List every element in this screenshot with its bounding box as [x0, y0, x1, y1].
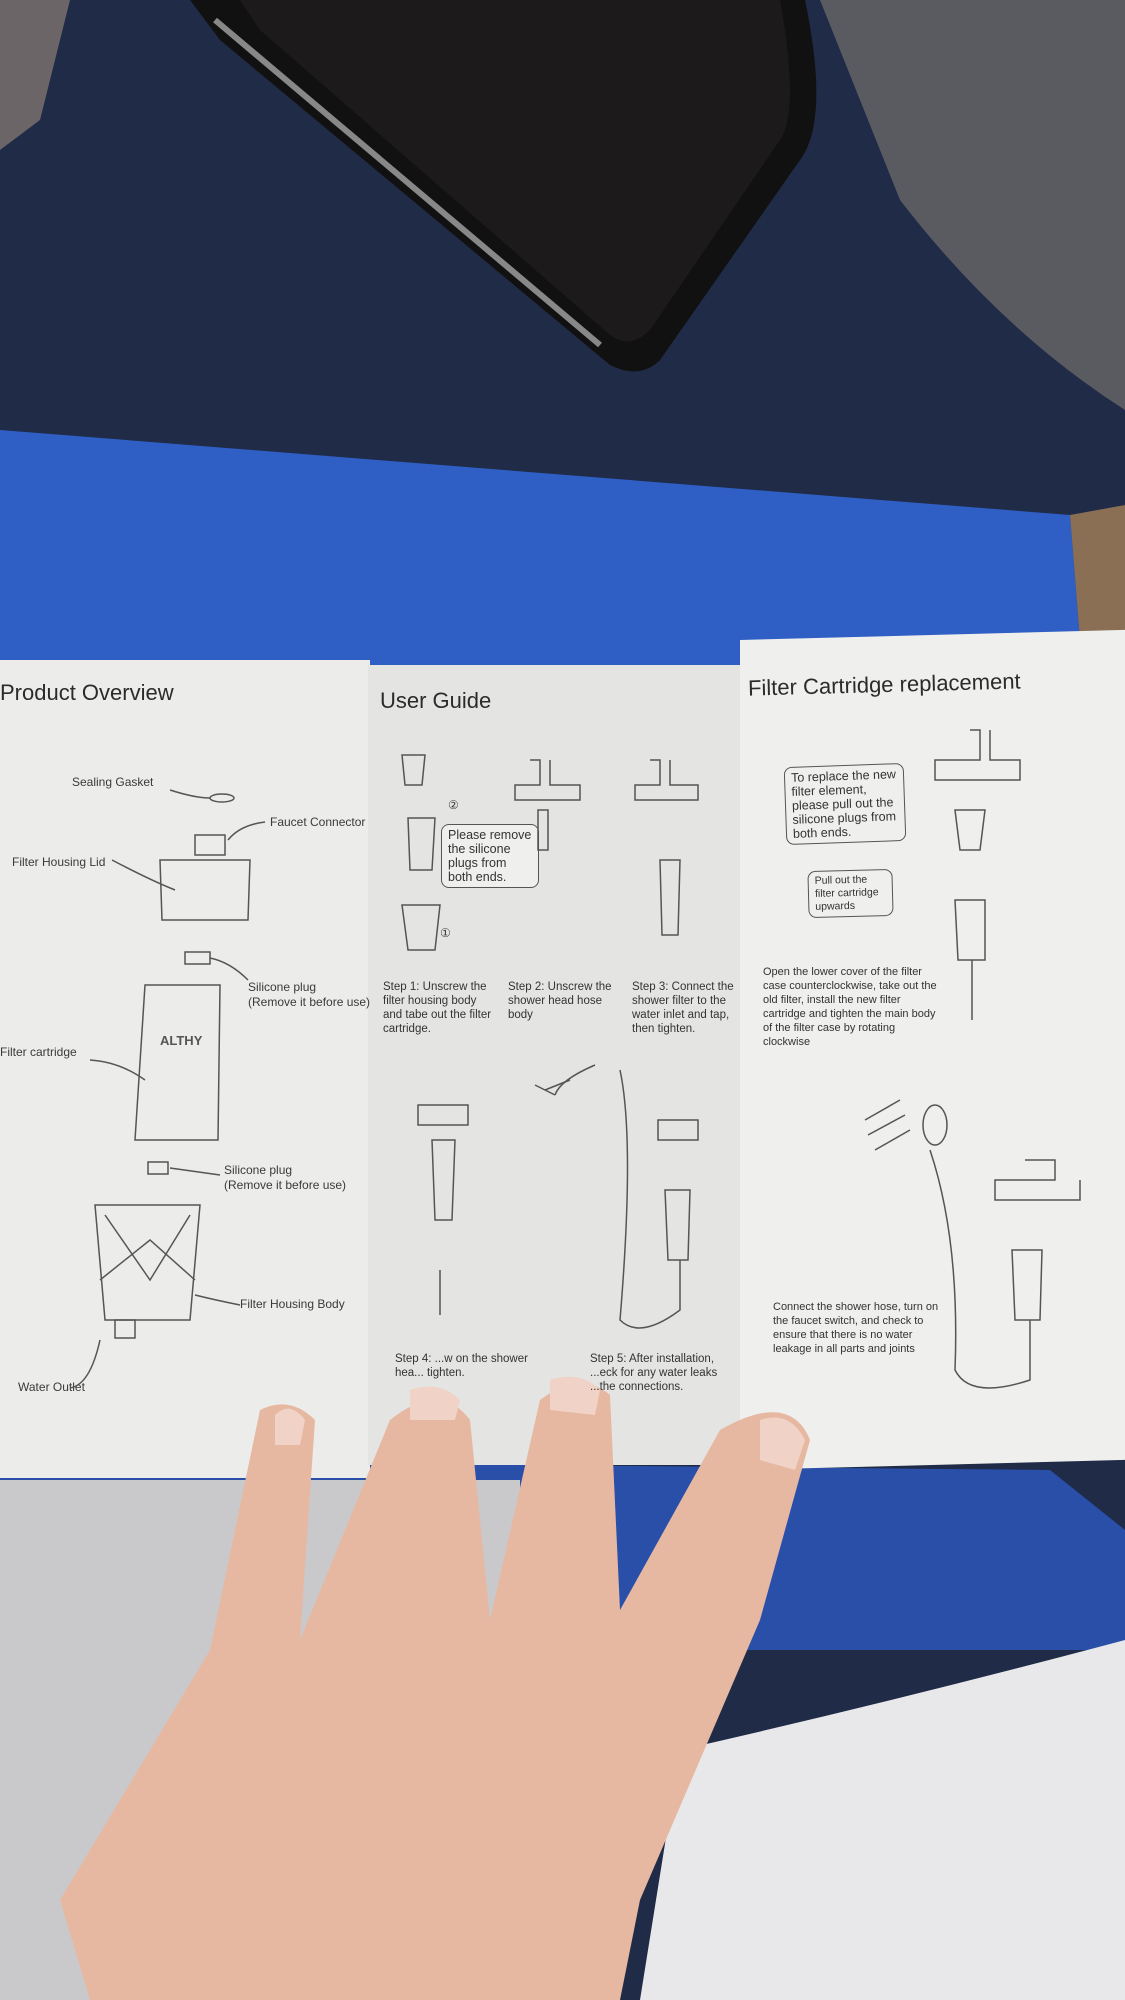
panel-user-guide [368, 665, 740, 1465]
page-title-user-guide: User Guide [380, 688, 492, 713]
user-guide-diagrams [401, 754, 699, 1329]
step-4: Step 4: ...w on the shower hea... tighte… [395, 1353, 528, 1379]
text-open-lower-cover: Open the lower cover of the filter case … [763, 966, 937, 1048]
label-filter-housing-body: Filter Housing Body [240, 1297, 345, 1311]
label-silicone-plug-top: Silicone plug [248, 980, 317, 994]
label-filter-housing-lid: Filter Housing Lid [12, 855, 106, 869]
white-blanket [0, 1480, 520, 2000]
marker-2: ② [448, 798, 459, 812]
replacement-diagrams [864, 729, 1081, 1389]
step-3: Step 3: Connect the shower filter to the… [632, 981, 734, 1035]
label-sealing-gasket: Sealing Gasket [72, 775, 154, 789]
step-5: Step 5: After installation, ...eck for a… [590, 1353, 718, 1393]
blue-box [0, 430, 1080, 680]
smartphone [190, 0, 817, 372]
callout-remove-plugs: Please remove the silicone plugs from bo… [441, 824, 539, 888]
note-silicone-plug-bottom: (Remove it before use) [224, 1178, 347, 1192]
panel-product-overview [0, 660, 370, 1478]
step-2: Step 2: Unscrew the shower head hose bod… [508, 981, 612, 1021]
label-filter-cartridge: Filter cartridge [0, 1045, 77, 1059]
text-connect-hose: Connect the shower hose, turn on the fau… [773, 1301, 939, 1355]
note-silicone-plug-top: (Remove it before use) [248, 995, 371, 1009]
label-silicone-plug-bottom: Silicone plug [224, 1163, 293, 1177]
althy-logo: ALTHY [160, 1033, 203, 1048]
grey-cloth [820, 0, 1125, 410]
label-faucet-connector: Faucet Connector [270, 815, 366, 829]
product-exploded-diagram: ALTHY [69, 789, 266, 1389]
step-1: Step 1: Unscrew the filter housing body … [383, 981, 492, 1035]
page-title-product-overview: Product Overview [0, 680, 174, 705]
marker-1: ① [440, 926, 451, 940]
